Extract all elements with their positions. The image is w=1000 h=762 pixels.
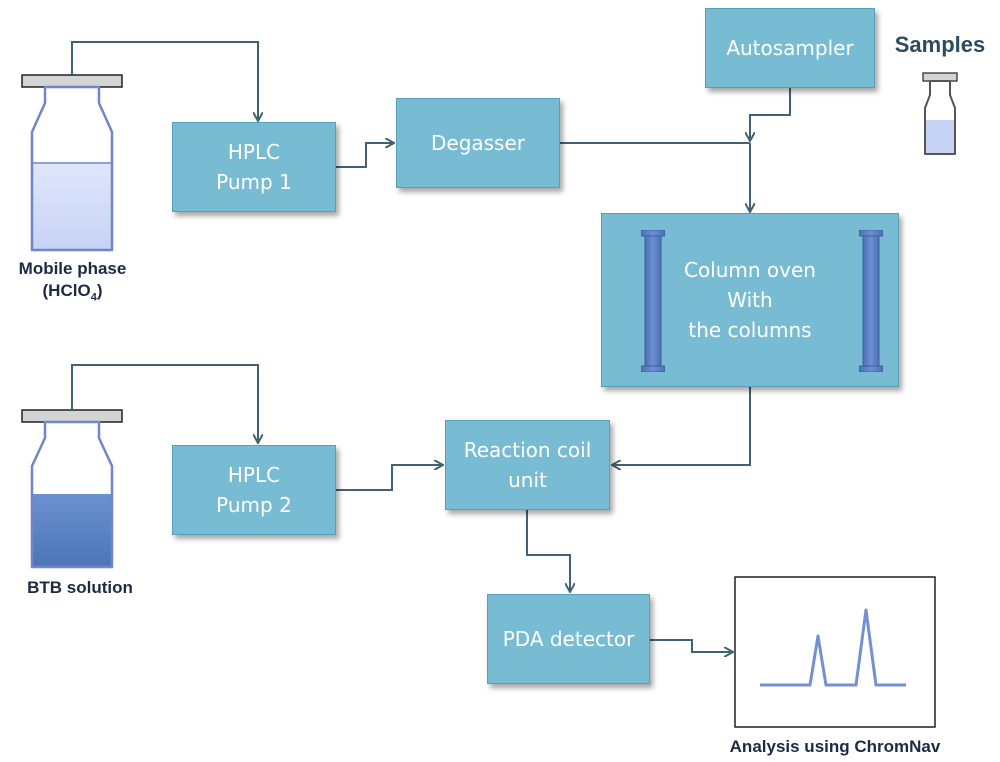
column-left-icon xyxy=(641,230,665,372)
autosampler-label: Autosampler xyxy=(726,36,854,60)
column-oven-line2: With xyxy=(727,288,773,312)
autosampler-box: Autosampler xyxy=(705,8,875,88)
arrow-pump1-to-degasser xyxy=(336,143,393,168)
reaction-coil-line2: unit xyxy=(508,468,547,492)
arrow-column-oven-to-reaction-coil xyxy=(613,387,751,465)
pda-detector-box: PDA detector xyxy=(487,594,650,684)
arrow-mobile-phase-to-pump1 xyxy=(71,41,258,120)
column-oven-line3: the columns xyxy=(688,318,812,342)
column-right-icon xyxy=(859,230,883,372)
analysis-panel xyxy=(734,576,936,728)
sample-vial-liquid xyxy=(925,120,955,154)
degasser-box: Degasser xyxy=(396,98,560,188)
hplc-pump1-box: HPLC Pump 1 xyxy=(172,122,336,212)
mobile-phase-bottle-cap xyxy=(21,74,123,88)
arrow-btb-to-pump2 xyxy=(71,364,258,442)
arrow-autosampler-to-junction xyxy=(750,88,791,140)
mobile-phase-subscript: 4 xyxy=(90,291,97,304)
pump2-line2: Pump 2 xyxy=(216,493,292,517)
reaction-coil-box: Reaction coil unit xyxy=(445,420,610,510)
reaction-coil-line1: Reaction coil xyxy=(463,438,592,462)
sample-vial-body xyxy=(924,80,956,155)
mobile-phase-line1: Mobile phase xyxy=(18,259,127,278)
arrow-pump2-to-reaction-coil xyxy=(336,465,442,491)
degasser-label: Degasser xyxy=(430,131,526,155)
sample-vial xyxy=(922,72,958,155)
mobile-phase-liquid xyxy=(32,163,112,250)
analysis-label: Analysis using ChromNav xyxy=(729,737,941,756)
pump2-line1: HPLC xyxy=(227,463,281,487)
mobile-phase-prefix: (HClO xyxy=(42,281,91,300)
pump1-line2: Pump 1 xyxy=(216,170,292,194)
pda-detector-label: PDA detector xyxy=(502,627,635,651)
mobile-phase-suffix: ) xyxy=(96,281,103,300)
btb-liquid xyxy=(32,494,112,567)
pump1-line1: HPLC xyxy=(227,140,281,164)
hplc-pump2-box: HPLC Pump 2 xyxy=(172,445,336,535)
mobile-phase-bottle xyxy=(21,74,123,252)
btb-bottle-cap xyxy=(21,409,123,423)
column-oven-line1: Column oven xyxy=(683,258,816,282)
samples-label: Samples xyxy=(894,32,986,57)
sample-vial-cap xyxy=(922,72,958,82)
mobile-phase-bottle-body xyxy=(30,85,114,252)
btb-solution-label: BTB solution xyxy=(27,578,133,597)
btb-bottle-body xyxy=(30,420,114,569)
mobile-phase-label: Mobile phase (HClO4) xyxy=(0,258,145,308)
arrow-reaction-coil-to-pda xyxy=(526,510,570,591)
analysis-frame xyxy=(734,576,936,728)
column-oven-box: Column oven With the columns xyxy=(601,213,899,387)
arrow-pda-to-analysis xyxy=(650,639,732,652)
chromatogram-trace xyxy=(760,608,906,687)
btb-bottle xyxy=(21,409,123,569)
